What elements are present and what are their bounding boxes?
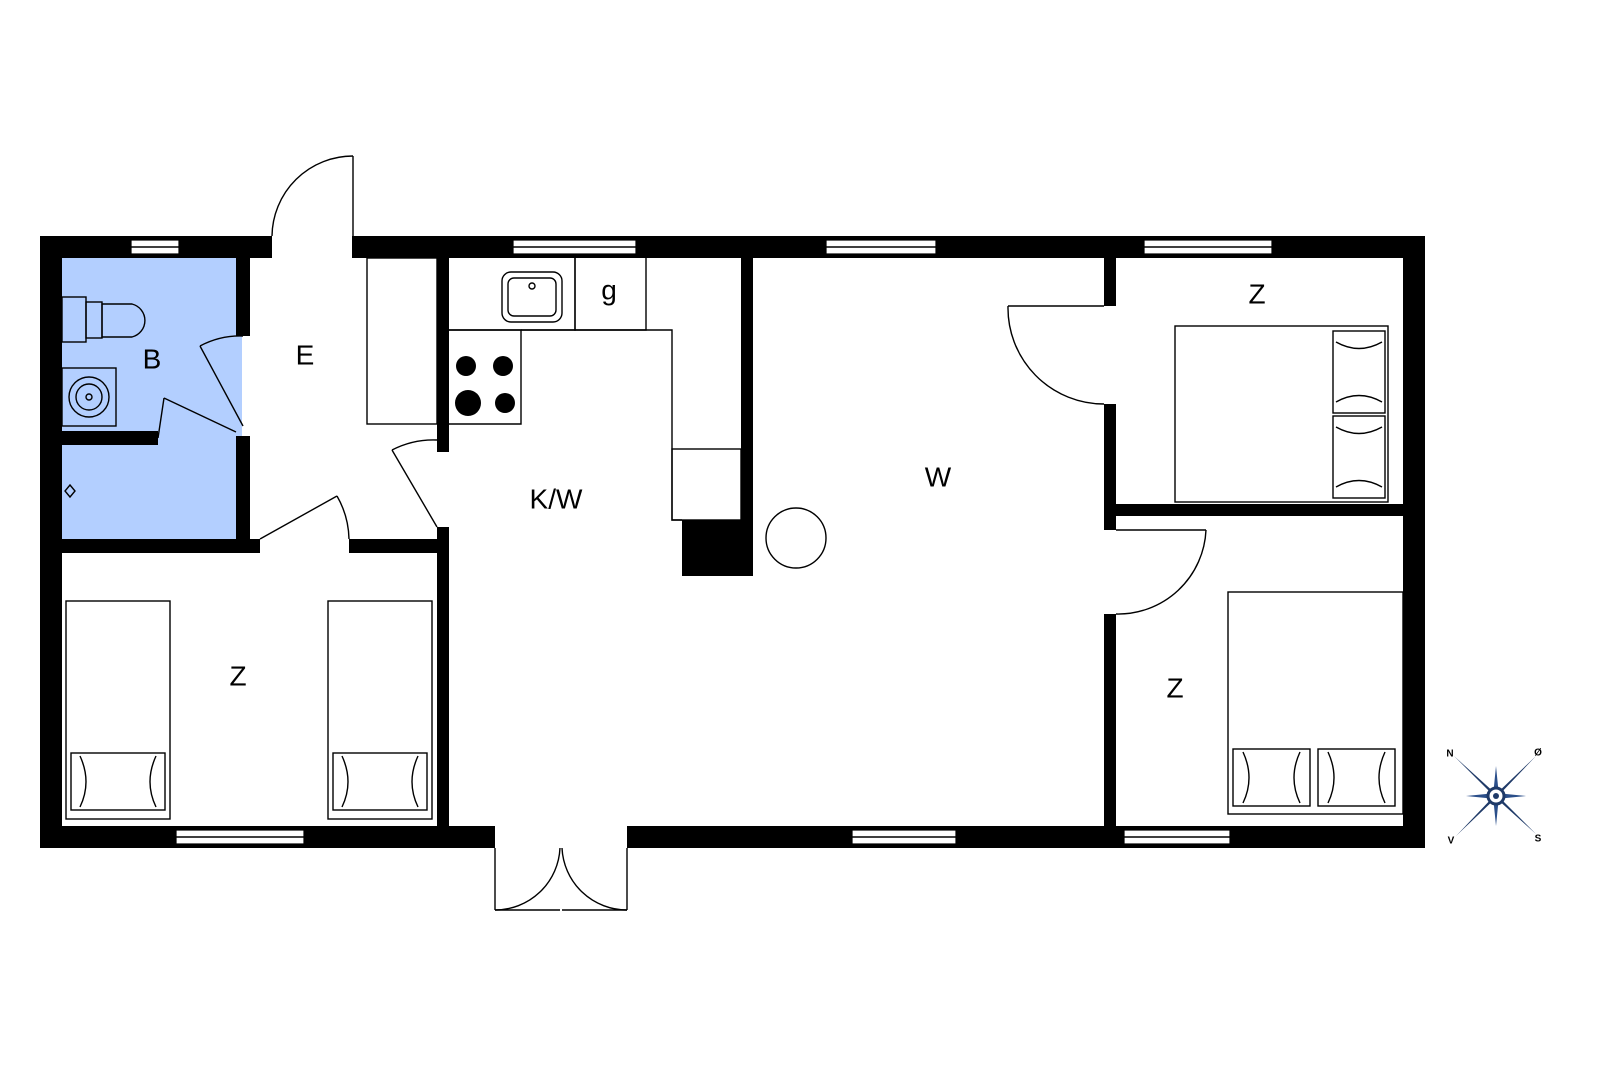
compass-south-label: S [1535,834,1542,845]
window [1143,239,1273,255]
bedroom-left-door [259,495,350,540]
bathroom-door [199,335,244,427]
room-label-kitchen: K/W [530,483,583,514]
window [512,239,637,255]
doors [157,155,1207,911]
bathroom-area [62,258,242,539]
double-bed [1227,591,1404,815]
room-label-bedroom-bottom-left: Z [229,660,246,691]
room-label-bath: B [143,343,162,374]
washbasin [61,367,117,427]
room-label-entry: E [296,339,315,370]
single-bed [65,600,171,820]
terrace-double-door [494,847,628,911]
window [851,829,957,845]
kitchen-counter [449,258,742,521]
compass-icon [1454,756,1536,836]
windows [130,239,1273,845]
shower-drain [64,483,76,499]
bedroom-bottom-right-door [1115,529,1207,615]
interior-walls [62,258,1403,826]
room-label-storage: g [601,274,617,305]
window [130,239,180,255]
single-bed [327,600,433,820]
compass-east-label: Ø [1534,748,1542,759]
sink [501,271,563,323]
window [825,239,937,255]
kitchen-door [391,439,438,528]
window [175,829,305,845]
window [1123,829,1231,845]
room-label-living: W [925,461,952,492]
toilet [61,296,146,343]
compass-north-label: N [1446,749,1453,760]
room-label-bedroom-top-right: Z [1248,278,1265,309]
wood-stove [765,507,827,569]
wardrobe [366,257,438,425]
stove [455,356,515,416]
room-label-bedroom-bottom-right: Z [1166,672,1183,703]
double-bed [1174,325,1389,503]
compass-west-label: V [1448,836,1455,847]
entrance-door [271,155,354,237]
bedroom-top-right-door [1007,305,1105,405]
compass-rose: N Ø S V [1446,748,1542,847]
bathroom-inner-door [157,397,237,439]
